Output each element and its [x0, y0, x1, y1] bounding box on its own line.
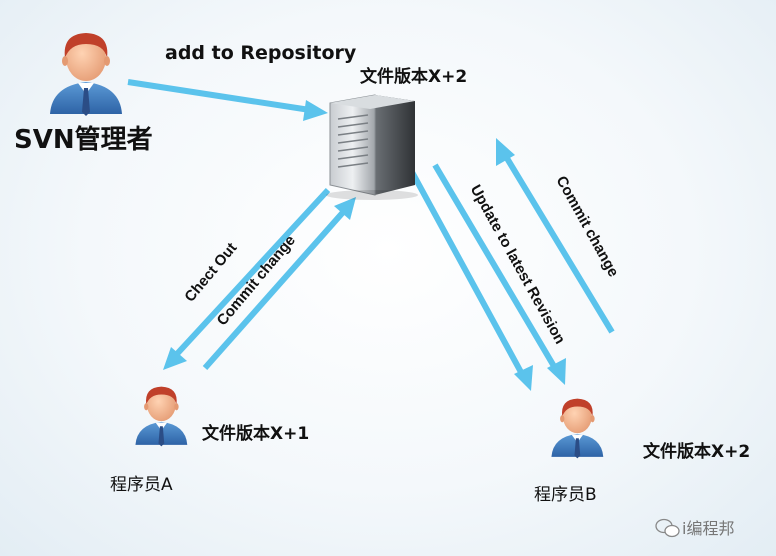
developer-a-label: 程序员A	[110, 475, 173, 495]
developer-b-version-label: 文件版本X+2	[643, 442, 751, 462]
server-version-label: 文件版本X+2	[360, 67, 468, 87]
developer-a-version-label: 文件版本X+1	[202, 424, 310, 444]
arrow-update-b	[409, 163, 566, 391]
arrows	[127, 79, 615, 391]
arrow-commit-a	[202, 197, 356, 370]
developer-a-person-icon	[135, 386, 188, 447]
developer-b-label: 程序员B	[534, 485, 597, 505]
developer-b-person-icon	[551, 398, 604, 459]
watermark-text: i编程邦	[682, 519, 735, 538]
server-icon	[326, 94, 418, 200]
arrow-commit-b	[496, 138, 615, 334]
add-to-repository-label: add to Repository	[165, 42, 357, 64]
admin-label: SVN管理者	[14, 125, 153, 155]
arrow-check-out	[163, 187, 331, 370]
admin-person-icon	[50, 33, 122, 116]
arrow-add-to-repository	[127, 79, 328, 121]
wechat-icon	[655, 518, 680, 538]
